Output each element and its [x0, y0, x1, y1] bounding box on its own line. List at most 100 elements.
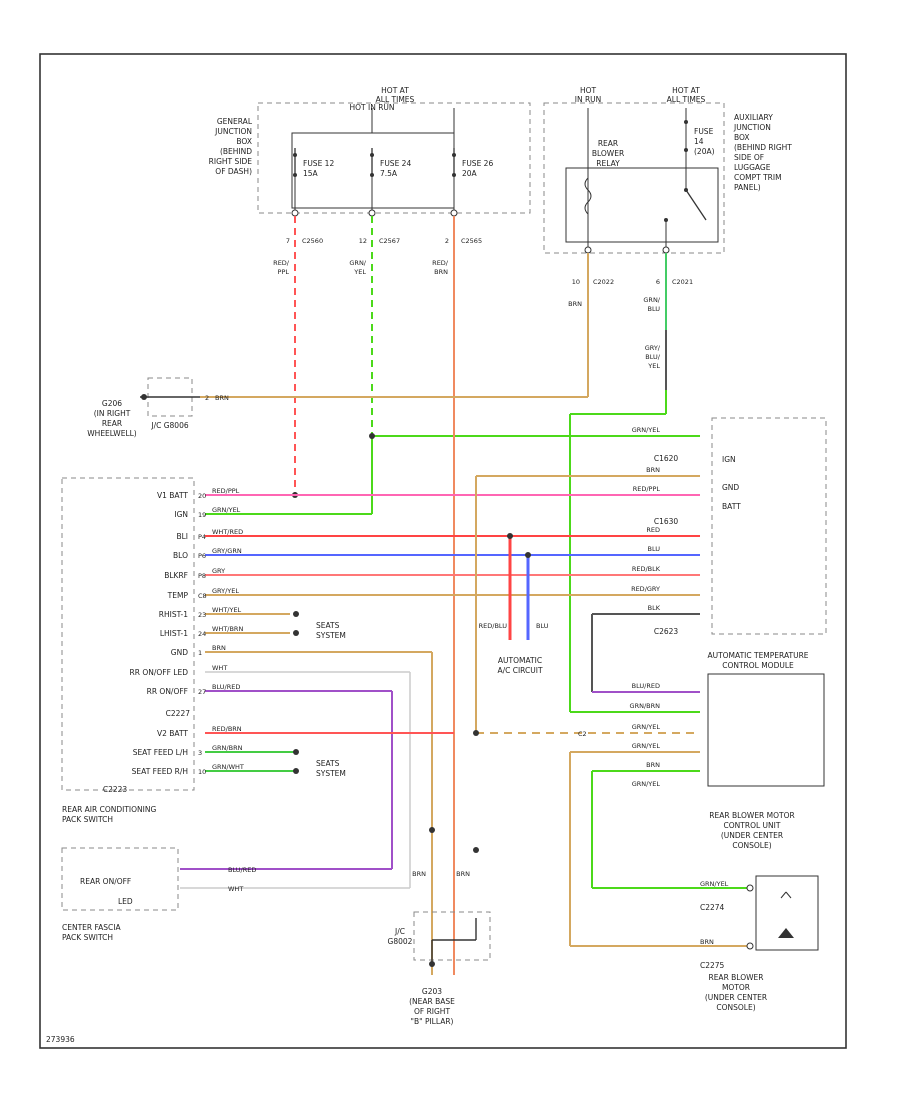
switch-pin-wire: WHT/BRN: [212, 625, 243, 633]
svg-text:PACK SWITCH: PACK SWITCH: [62, 933, 113, 942]
fuse24-wire-1: GRN/: [349, 259, 366, 267]
switch-pin-wire: WHT: [212, 664, 227, 672]
svg-text:BLU/RED: BLU/RED: [228, 866, 256, 874]
svg-text:CONTROL MODULE: CONTROL MODULE: [722, 661, 794, 670]
aux-conn-left: C2022: [593, 278, 614, 286]
gjb-title-6: OF DASH): [215, 167, 252, 176]
switch-pin-wire: GRN/WHT: [212, 763, 244, 771]
ground-g206: 2 BRN J/C G8006 G206 (IN RIGHT REAR WHEE…: [87, 377, 229, 438]
aux-hot-run-2: IN RUN: [575, 95, 602, 104]
hot-run-label: HOT IN RUN: [349, 103, 394, 112]
svg-text:C2623: C2623: [654, 627, 679, 636]
fuse-12: FUSE 12 15A: [293, 148, 334, 178]
aux-hot-all-2: ALL TIMES: [667, 95, 706, 104]
svg-text:FUSE 24: FUSE 24: [380, 159, 411, 168]
gjb-title-2: JUNCTION: [214, 127, 252, 136]
switch-pin-name: IGN: [174, 510, 188, 519]
auto-temp-control-module: IGN GND BATT C1620 C1630 C2623 AUTOMATIC…: [631, 417, 827, 670]
general-junction-box: HOT AT ALL TIMES HOT IN RUN GENERAL JUNC…: [209, 86, 531, 276]
svg-text:A/C CIRCUIT: A/C CIRCUIT: [497, 666, 543, 675]
svg-text:J/C: J/C: [394, 927, 405, 936]
svg-text:C2275: C2275: [700, 961, 725, 970]
switch-pin-wire: RED/PPL: [212, 487, 240, 495]
aux-wire-left: BRN: [568, 300, 582, 308]
svg-text:CONTROL UNIT: CONTROL UNIT: [724, 821, 781, 830]
switch-pin-number: P6: [198, 552, 206, 560]
switch-pin-number: P4: [198, 533, 206, 541]
switch-pin-number: 24: [198, 630, 206, 638]
automatic-ac-circuit: RED/BLU BLU AUTOMATIC A/C CIRCUIT: [479, 622, 549, 675]
switch-pin-wire: BRN: [212, 644, 226, 652]
svg-text:SYSTEM: SYSTEM: [316, 769, 346, 778]
aux-title-8: PANEL): [734, 183, 761, 192]
fuse24-pin: 12: [359, 237, 367, 245]
svg-text:BRN: BRN: [700, 938, 714, 946]
seats-system-upper: SEATS SYSTEM: [293, 611, 346, 640]
switch-pin-number: 20: [198, 492, 206, 500]
hot-at-all-times-label-2: ALL TIMES: [376, 95, 415, 104]
aux-conn-right: C2021: [672, 278, 693, 286]
fuse-24: FUSE 24 7.5A: [370, 148, 411, 178]
switch-pin-wire: GRY: [212, 567, 225, 575]
switch-pin-number: 23: [198, 611, 206, 619]
unit-wire-label: GRN/YEL: [632, 780, 661, 788]
svg-text:REAR BLOWER MOTOR: REAR BLOWER MOTOR: [709, 811, 794, 820]
g206-pin: 2: [205, 394, 209, 402]
fuse12-wire-1: RED/: [273, 259, 290, 267]
switch-pin-wire: BLU/RED: [212, 683, 240, 691]
svg-text:CONSOLE): CONSOLE): [732, 841, 771, 850]
switch-pin-wire: WHT/YEL: [212, 606, 242, 614]
relay-label-2: BLOWER: [592, 149, 624, 158]
switch-pin-name: SEAT FEED R/H: [132, 767, 188, 776]
svg-text:15A: 15A: [303, 169, 319, 178]
svg-text:GRN/YEL: GRN/YEL: [700, 880, 729, 888]
gjb-title-3: BOX: [236, 137, 252, 146]
aux-wire-right2-2: BLU/: [645, 353, 661, 361]
switch-pin-name: V1 BATT: [157, 491, 188, 500]
switch-pin-number: 3: [198, 749, 202, 757]
switch-pin-name: BLKRF: [164, 571, 188, 580]
module-wire-label: BLU: [647, 545, 660, 553]
svg-text:FUSE 26: FUSE 26: [462, 159, 493, 168]
svg-text:REAR BLOWER: REAR BLOWER: [708, 973, 763, 982]
aux-title-2: JUNCTION: [733, 123, 771, 132]
svg-text:G8002: G8002: [388, 937, 413, 946]
svg-text:CONSOLE): CONSOLE): [716, 1003, 755, 1012]
switch-title-1: REAR AIR CONDITIONING: [62, 805, 156, 814]
svg-text:C1630: C1630: [654, 517, 679, 526]
svg-text:AUTOMATIC TEMPERATURE: AUTOMATIC TEMPERATURE: [707, 651, 808, 660]
unit-wire-label: GRN/BRN: [630, 702, 661, 710]
unit-wire-label: BRN: [646, 761, 660, 769]
svg-text:G203: G203: [422, 987, 442, 996]
switch-pin-name: BLI: [176, 532, 188, 541]
svg-text:7.5A: 7.5A: [380, 169, 398, 178]
g206-label-2: (IN RIGHT: [94, 409, 131, 418]
switch-pin-name: V2 BATT: [157, 729, 188, 738]
diagram-id: 273936: [46, 1035, 75, 1044]
blower-unit-connector: C2: [578, 730, 587, 738]
aux-fuse-3: (20A): [694, 147, 715, 156]
relay-label-3: RELAY: [596, 159, 620, 168]
svg-text:GND: GND: [722, 483, 739, 492]
aux-title-5: SIDE OF: [734, 153, 764, 162]
svg-text:(UNDER CENTER: (UNDER CENTER: [721, 831, 783, 840]
switch-pin-name: TEMP: [167, 591, 189, 600]
svg-text:BRN: BRN: [456, 870, 470, 878]
aux-title-1: AUXILIARY: [734, 113, 773, 122]
module-wire-label: BRN: [646, 466, 660, 474]
unit-wire-label: GRN/YEL: [632, 742, 661, 750]
aux-wire-right2-1: GRY/: [645, 344, 661, 352]
fuse26-pin: 2: [445, 237, 449, 245]
relay-label-1: REAR: [598, 139, 618, 148]
gjb-title-5: RIGHT SIDE: [209, 157, 253, 166]
switch-pin-number: C8: [198, 592, 207, 600]
switch-pin-number: 1: [198, 649, 202, 657]
g206-label-3: REAR: [102, 419, 122, 428]
fuse26-wire-1: RED/: [432, 259, 449, 267]
switch-pin-wire: RED/BRN: [212, 725, 242, 733]
module-wire-label: RED: [646, 526, 660, 534]
wires: [180, 216, 750, 975]
aux-title-4: (BEHIND RIGHT: [734, 143, 792, 152]
